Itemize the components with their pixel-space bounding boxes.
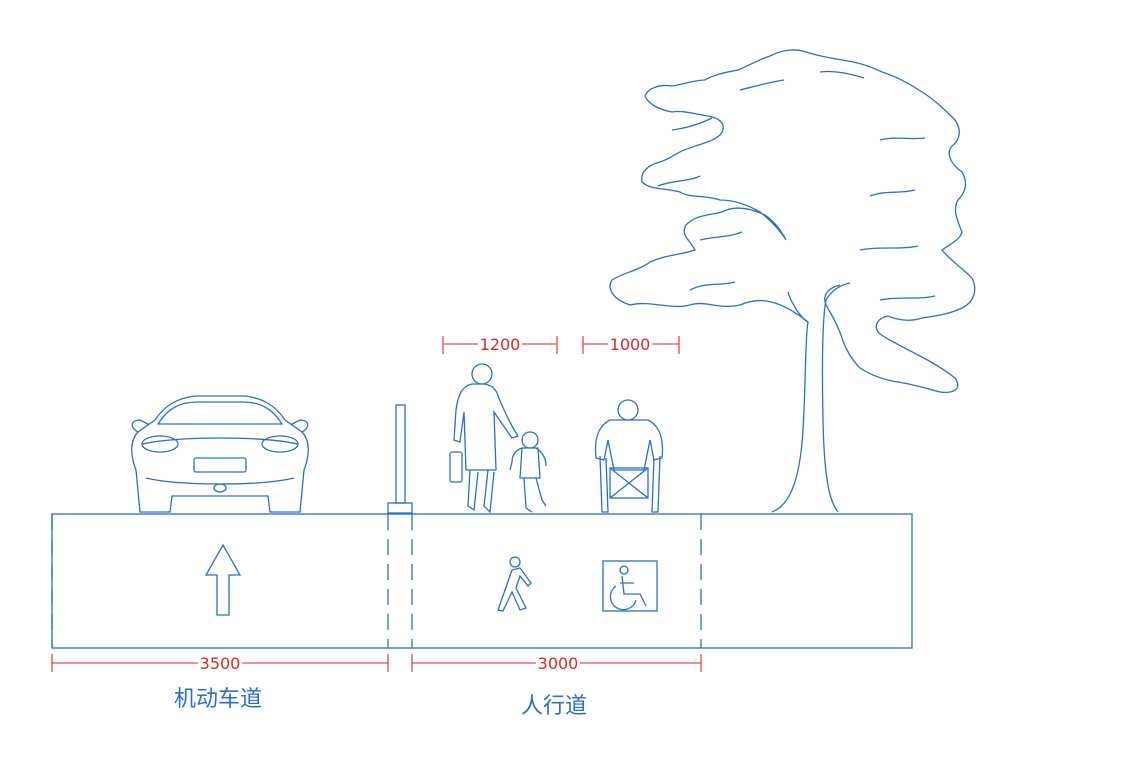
dimension-lane-width: 3500 — [51, 653, 389, 673]
tree-trunk — [771, 282, 851, 513]
wheelchair-user-head — [617, 399, 639, 421]
motor-lane-label: 机动车道 — [174, 687, 262, 712]
pedestrians-icon — [449, 363, 547, 514]
car-body — [131, 395, 309, 513]
car-headlight-left — [141, 435, 179, 453]
car-icon — [131, 395, 309, 513]
dimension-3000-label: 3000 — [538, 654, 579, 673]
tree-icon — [609, 49, 976, 513]
dimension-1000-label: 1000 — [610, 335, 651, 354]
dimension-sidewalk-width: 3000 — [411, 653, 702, 673]
wheelchair-cross — [609, 467, 649, 499]
child-body — [509, 447, 547, 479]
dimension-3500-label: 3500 — [200, 654, 241, 673]
adult-bag — [449, 451, 463, 483]
adult-legs — [467, 469, 495, 514]
car-hood-line — [141, 437, 299, 485]
car-windshield — [156, 401, 284, 425]
up-arrow-icon — [204, 543, 242, 616]
adult-body — [453, 383, 520, 471]
walking-person-icon — [497, 556, 532, 612]
wheelchair-user-icon — [594, 399, 664, 513]
adult-head — [471, 363, 493, 385]
wheelchair-sign-icon — [602, 560, 658, 612]
tree-crown — [609, 49, 976, 394]
pavement-outline — [51, 513, 913, 649]
child-head — [521, 431, 539, 449]
wheelchair-frame — [609, 467, 649, 499]
wheelchair-user-body — [594, 419, 664, 471]
car-mirror-right — [291, 419, 309, 433]
tree-crown-inner — [657, 70, 936, 301]
car-logo — [213, 483, 227, 493]
dimension-wheelchair-width: 1000 — [582, 334, 680, 354]
bollard-icon — [387, 404, 413, 514]
child-legs — [523, 477, 547, 513]
sidewalk-label: 人行道 — [521, 694, 587, 719]
dimension-person-width: 1200 — [442, 334, 558, 354]
car-headlight-right — [261, 435, 299, 453]
wheelchair-wheels — [599, 455, 661, 513]
car-mirror-left — [131, 419, 149, 433]
dimension-1200-label: 1200 — [480, 335, 521, 354]
car-license-plate — [193, 457, 247, 473]
